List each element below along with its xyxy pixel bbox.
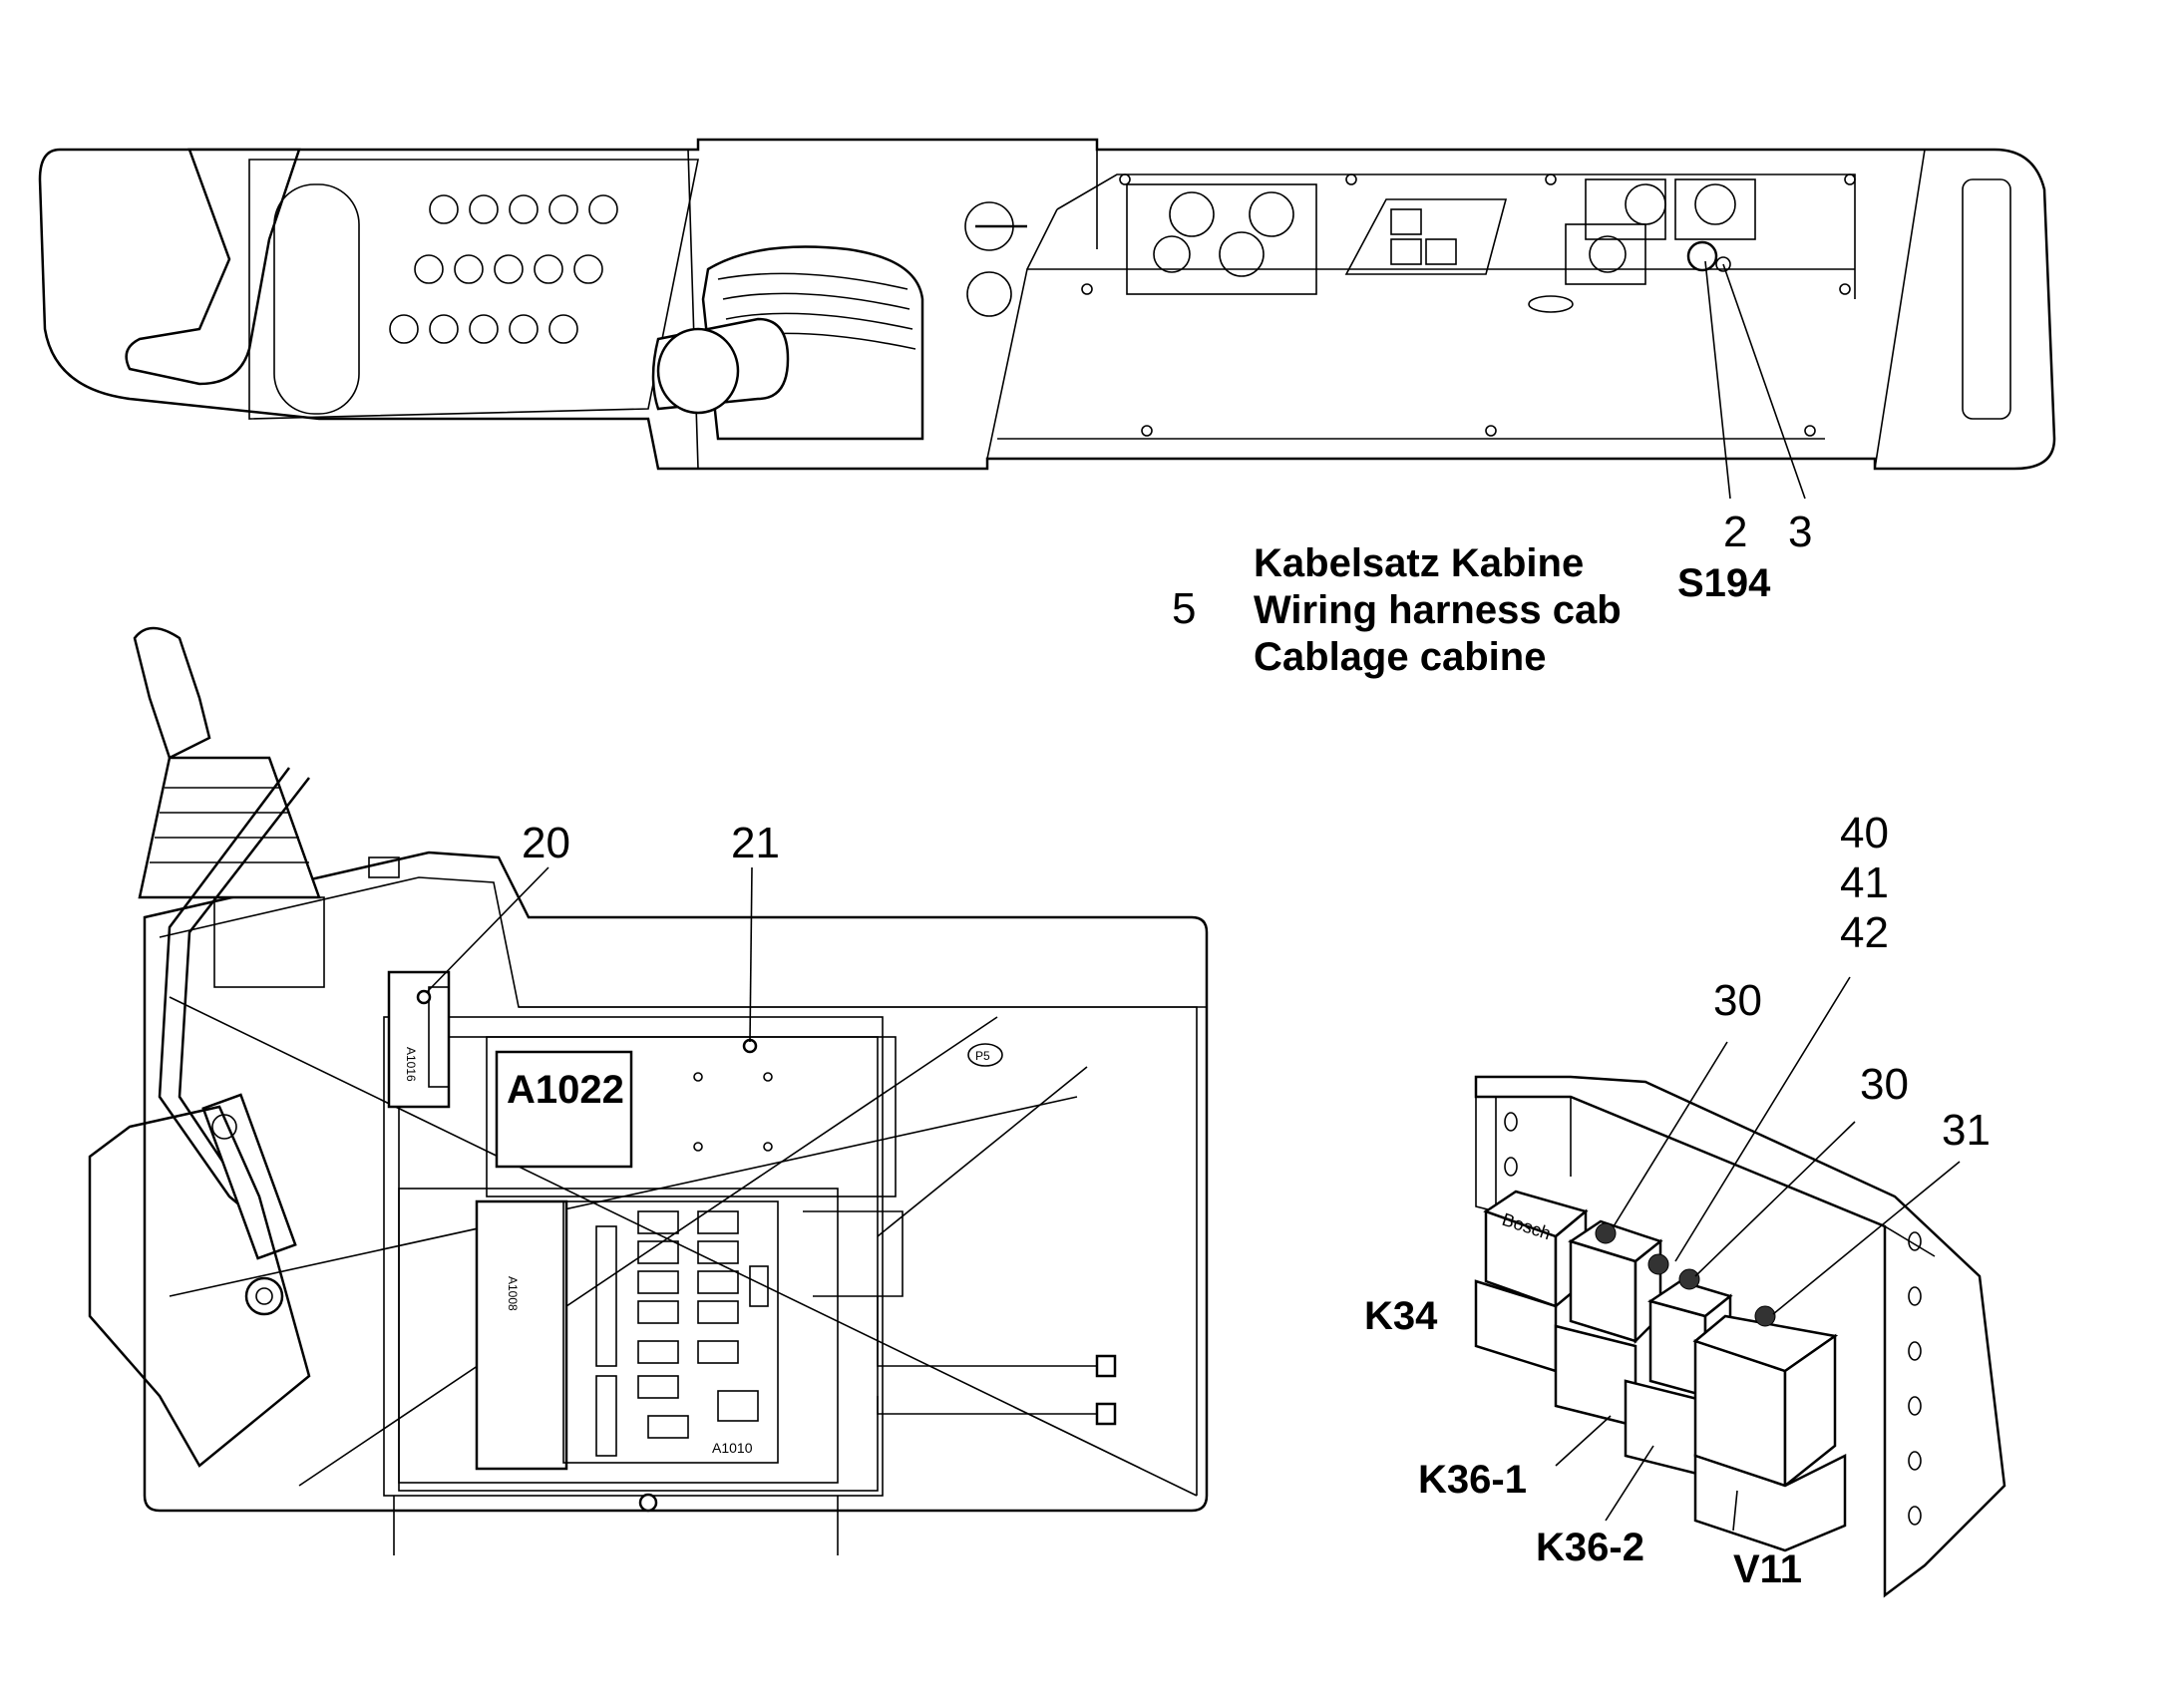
switch-label-s194: S194	[1677, 561, 1771, 605]
callout-41: 41	[1840, 858, 1889, 907]
label-a1008: A1008	[506, 1276, 520, 1311]
title-line-de: Kabelsatz Kabine	[1254, 541, 1584, 585]
item-number: 5	[1172, 584, 1196, 633]
panel-screws	[1081, 173, 1856, 437]
label-a1022: A1022	[507, 1068, 624, 1112]
callout-30-b: 30	[1860, 1060, 1909, 1109]
panel-switches	[389, 194, 618, 344]
top-console-view	[38, 138, 2056, 500]
relay-bracket-view: Bosch	[1474, 976, 2006, 1598]
label-k36-1: K36-1	[1418, 1458, 1527, 1502]
callout-40: 40	[1840, 809, 1889, 857]
callout-3: 3	[1788, 508, 1812, 556]
callout-21: 21	[731, 819, 780, 867]
label-k36-2: K36-2	[1536, 1526, 1644, 1569]
title-line-en: Wiring harness cab	[1254, 588, 1622, 632]
label-p5: P5	[975, 1049, 990, 1063]
callout-42: 42	[1840, 908, 1889, 957]
callout-30-a: 30	[1713, 976, 1762, 1025]
fuse-blocks	[595, 1210, 769, 1457]
callout-20: 20	[522, 819, 570, 867]
label-a1010: A1010	[712, 1440, 753, 1456]
label-v11: V11	[1733, 1547, 1802, 1591]
label-a1016: A1016	[404, 1047, 418, 1082]
callout-2: 2	[1723, 508, 1747, 556]
callout-31: 31	[1942, 1106, 1991, 1155]
left-console-view: A1016 A1022 P5 A1008 A1010	[88, 626, 1209, 1555]
title-line-fr: Cablage cabine	[1254, 635, 1546, 679]
joystick-top	[651, 245, 924, 441]
label-k34: K34	[1364, 1294, 1438, 1338]
